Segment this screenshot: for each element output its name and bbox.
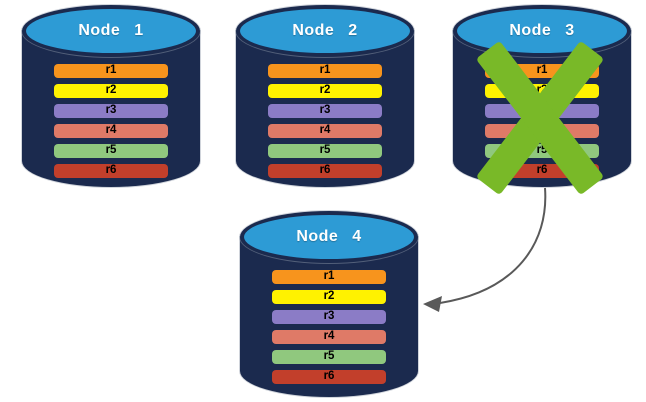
replica-bar: r6 (54, 164, 168, 178)
replica-bar: r4 (272, 330, 386, 344)
node-3: Node 3 r1 r2 r3 r4 r5 r6 (453, 5, 631, 195)
node-2-replica-stack: r1 r2 r3 r4 r5 r6 (268, 64, 382, 178)
node-1-replica-stack: r1 r2 r3 r4 r5 r6 (54, 64, 168, 178)
replica-bar: r2 (268, 84, 382, 98)
node-2: Node 2 r1 r2 r3 r4 r5 r6 (236, 5, 414, 187)
node-4-replica-stack: r1 r2 r3 r4 r5 r6 (272, 270, 386, 384)
replica-bar: r3 (268, 104, 382, 118)
node-4-cylinder-top: Node 4 (240, 211, 418, 263)
replica-bar: r4 (268, 124, 382, 138)
node-1-cylinder-top: Node 1 (22, 5, 200, 57)
replica-bar: r1 (268, 64, 382, 78)
replica-bar: r6 (272, 370, 386, 384)
replica-bar: r1 (272, 270, 386, 284)
node-3-cylinder-top: Node 3 (453, 5, 631, 57)
replica-bar: r5 (272, 350, 386, 364)
node-4: Node 4 r1 r2 r3 r4 r5 r6 (240, 211, 418, 397)
node-title: Node 3 (509, 22, 575, 39)
node-title: Node 2 (292, 22, 358, 39)
replica-bar: r6 (268, 164, 382, 178)
replica-bar: r5 (54, 144, 168, 158)
replica-bar: r3 (272, 310, 386, 324)
replica-bar: r4 (54, 124, 168, 138)
node-1: Node 1 r1 r2 r3 r4 r5 r6 (22, 5, 200, 187)
failure-x-icon (475, 40, 605, 195)
replica-bar: r1 (54, 64, 168, 78)
replica-bar: r2 (54, 84, 168, 98)
node-title: Node 4 (296, 228, 362, 245)
replica-bar: r5 (268, 144, 382, 158)
node-2-cylinder-top: Node 2 (236, 5, 414, 57)
node-title: Node 1 (78, 22, 144, 39)
replica-bar: r2 (272, 290, 386, 304)
replica-bar: r3 (54, 104, 168, 118)
